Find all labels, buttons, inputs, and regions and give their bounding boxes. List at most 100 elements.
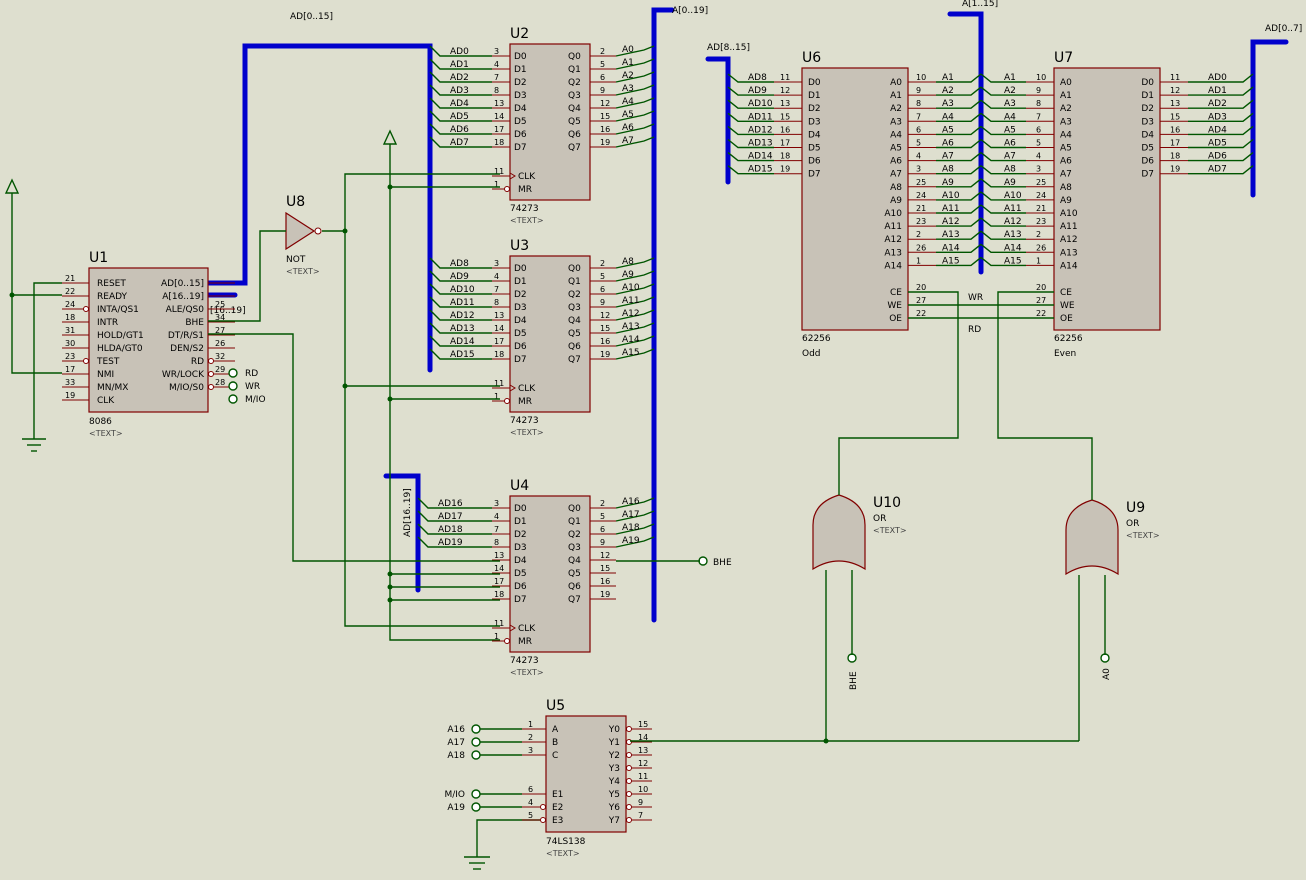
pin-name: CE [1060, 288, 1072, 298]
pin-number: 1 [1036, 256, 1041, 265]
terminal-icon[interactable] [698, 556, 708, 566]
pin-name: D3 [1141, 117, 1154, 127]
power-terminal-icon [4, 178, 20, 194]
pin-number: 18 [494, 138, 504, 147]
pin-number: 18 [65, 313, 75, 322]
pin-name: D7 [514, 355, 527, 365]
ram-u7[interactable]: U762256EvenA010A1A19A2A28A3A37A4A46A5A55… [980, 50, 1254, 359]
net-label: A11 [1004, 204, 1022, 214]
net-label: AD14 [748, 152, 773, 162]
net-label: AD19 [438, 538, 463, 548]
pin-name: A6 [1060, 157, 1072, 167]
pin-number: 5 [600, 60, 605, 69]
pin-number: 18 [494, 590, 504, 599]
pin-name: WE [1060, 301, 1075, 311]
net-label: A8 [1004, 165, 1016, 175]
pin-name: Q7 [568, 595, 581, 605]
net-label: AD15 [748, 165, 773, 175]
pin-name: Y3 [608, 764, 620, 774]
pin-number: 7 [494, 285, 499, 294]
net-label: A7 [622, 136, 634, 146]
pin-name: A[16..19] [162, 292, 204, 302]
pin-number: 7 [638, 811, 643, 820]
pin-number: 26 [1036, 243, 1046, 252]
net-label: A2 [622, 71, 634, 81]
pin-number: 12 [600, 551, 610, 560]
cpu-output-rd: RD [245, 369, 258, 379]
pin-number: 13 [494, 311, 504, 320]
net-label: A14 [942, 243, 960, 253]
pin-number: 33 [65, 378, 75, 387]
bus-a-0-19 [651, 7, 675, 623]
cpu-8086[interactable]: U18086<TEXT>RESET21READY22INTA/QS124INTR… [62, 250, 266, 438]
pin-name: CLK [97, 396, 115, 406]
net-label: AD3 [1208, 112, 1227, 122]
pin-name: A13 [1060, 248, 1078, 258]
pin-name: A1 [890, 91, 902, 101]
net-label: AD1 [450, 60, 469, 70]
pin-number: 5 [600, 512, 605, 521]
pin-name: D0 [514, 52, 527, 62]
pin-number: 2 [600, 499, 605, 508]
pin-name: Q6 [568, 342, 581, 352]
net-label: A11 [622, 296, 640, 306]
pin-name: WR/LOCK [162, 370, 205, 380]
ram-body [1053, 67, 1161, 331]
terminal-icon[interactable] [228, 394, 238, 404]
component-text: <TEXT> [546, 849, 580, 858]
pin-name: D3 [514, 543, 527, 553]
terminal-icon[interactable] [471, 789, 481, 799]
terminal-icon[interactable] [228, 381, 238, 391]
pin-number: 9 [600, 86, 605, 95]
terminal-icon[interactable] [1100, 653, 1110, 663]
pin-number: 1 [494, 632, 499, 641]
pin-name: D3 [514, 91, 527, 101]
pin-number: 9 [916, 86, 921, 95]
bus-label-ad-0-15: AD[0..15] [290, 12, 333, 22]
net-label: AD10 [450, 285, 475, 295]
terminal-icon[interactable] [471, 724, 481, 734]
pin-number: 16 [600, 125, 610, 134]
pin-number: 3 [494, 47, 499, 56]
terminal-icon[interactable] [471, 802, 481, 812]
pin-name: A0 [890, 78, 902, 88]
ram-body [801, 67, 909, 331]
pin-number: 31 [65, 326, 75, 335]
pin-name: MR [518, 185, 532, 195]
decoder-74ls138[interactable]: U574LS138<TEXT>A1A16B2A17C3A18E16M/IOE24… [444, 698, 652, 858]
pin-name: TEST [96, 357, 120, 367]
pin-number: 18 [1170, 152, 1180, 161]
pin-number: 17 [1170, 139, 1180, 148]
bus-ad-16-19 [383, 473, 421, 593]
pin-number: 1 [494, 392, 499, 401]
terminal-icon[interactable] [471, 750, 481, 760]
net-label: A9 [942, 178, 954, 188]
pin-name: Y5 [608, 790, 620, 800]
component-text: <TEXT> [510, 216, 544, 225]
net-label: AD8 [748, 73, 767, 83]
component-text: <TEXT> [1126, 531, 1160, 540]
pin-number: 4 [494, 272, 499, 281]
net-label: A17 [447, 738, 465, 748]
pin-number: 17 [494, 125, 504, 134]
power-terminal-icon [382, 129, 398, 145]
terminal-icon[interactable] [847, 653, 857, 663]
net-label: A5 [942, 125, 954, 135]
bus-label-a-0-19: A[0..19] [672, 6, 708, 16]
pin-number: 12 [1170, 86, 1180, 95]
pin-number: 4 [916, 152, 921, 161]
pin-number: 1 [916, 256, 921, 265]
terminal-icon[interactable] [471, 737, 481, 747]
pin-name: CLK [518, 624, 536, 634]
net-label: AD15 [450, 350, 475, 360]
net-label: AD17 [438, 512, 463, 522]
terminal-icon[interactable] [228, 368, 238, 378]
pin-name: Y2 [608, 751, 620, 761]
